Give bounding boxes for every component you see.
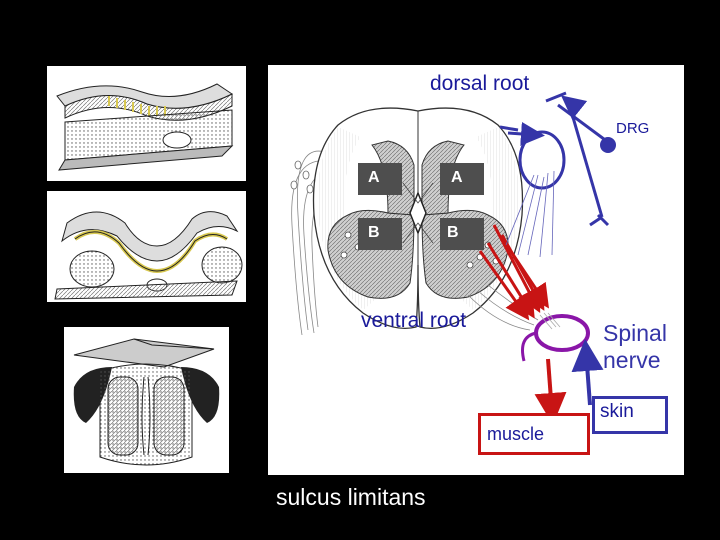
region-a-right-box bbox=[440, 163, 484, 195]
drg-label: DRG bbox=[616, 120, 650, 137]
neural-plate-illustration bbox=[56, 83, 234, 171]
central-canal bbox=[409, 190, 427, 236]
muscle-label: muscle bbox=[487, 424, 545, 444]
drg-cell-body bbox=[600, 137, 616, 153]
region-b-right-label: B bbox=[447, 224, 459, 241]
region-b-left-label: B bbox=[368, 224, 380, 241]
sulcus-limitans-label: sulcus limitans bbox=[276, 484, 426, 510]
ventral-root-label: ventral root bbox=[361, 309, 467, 332]
efferent-to-muscle bbox=[534, 358, 567, 425]
spinal-nerve-label: Spinal nerve bbox=[603, 320, 667, 373]
neural-tube-illustration bbox=[73, 338, 220, 466]
neural-plate-panel bbox=[47, 66, 246, 181]
muscle-box bbox=[478, 413, 590, 455]
region-b-left-box bbox=[358, 218, 402, 250]
neural-fold-illustration bbox=[54, 211, 243, 300]
neural-tube-panel bbox=[64, 327, 229, 473]
region-b-right-box bbox=[440, 218, 484, 250]
region-a-right-label: A bbox=[451, 169, 463, 186]
neural-fold-panel bbox=[47, 191, 246, 302]
skin-box bbox=[592, 396, 668, 434]
afferent-from-skin bbox=[571, 339, 604, 406]
region-a-left-box bbox=[358, 163, 402, 195]
motor-axons bbox=[478, 224, 549, 321]
region-a-left-label: A bbox=[368, 169, 380, 186]
dorsal-root-label: dorsal root bbox=[430, 72, 530, 95]
ventral-root-ring bbox=[534, 314, 590, 352]
skin-label: skin bbox=[600, 401, 634, 422]
